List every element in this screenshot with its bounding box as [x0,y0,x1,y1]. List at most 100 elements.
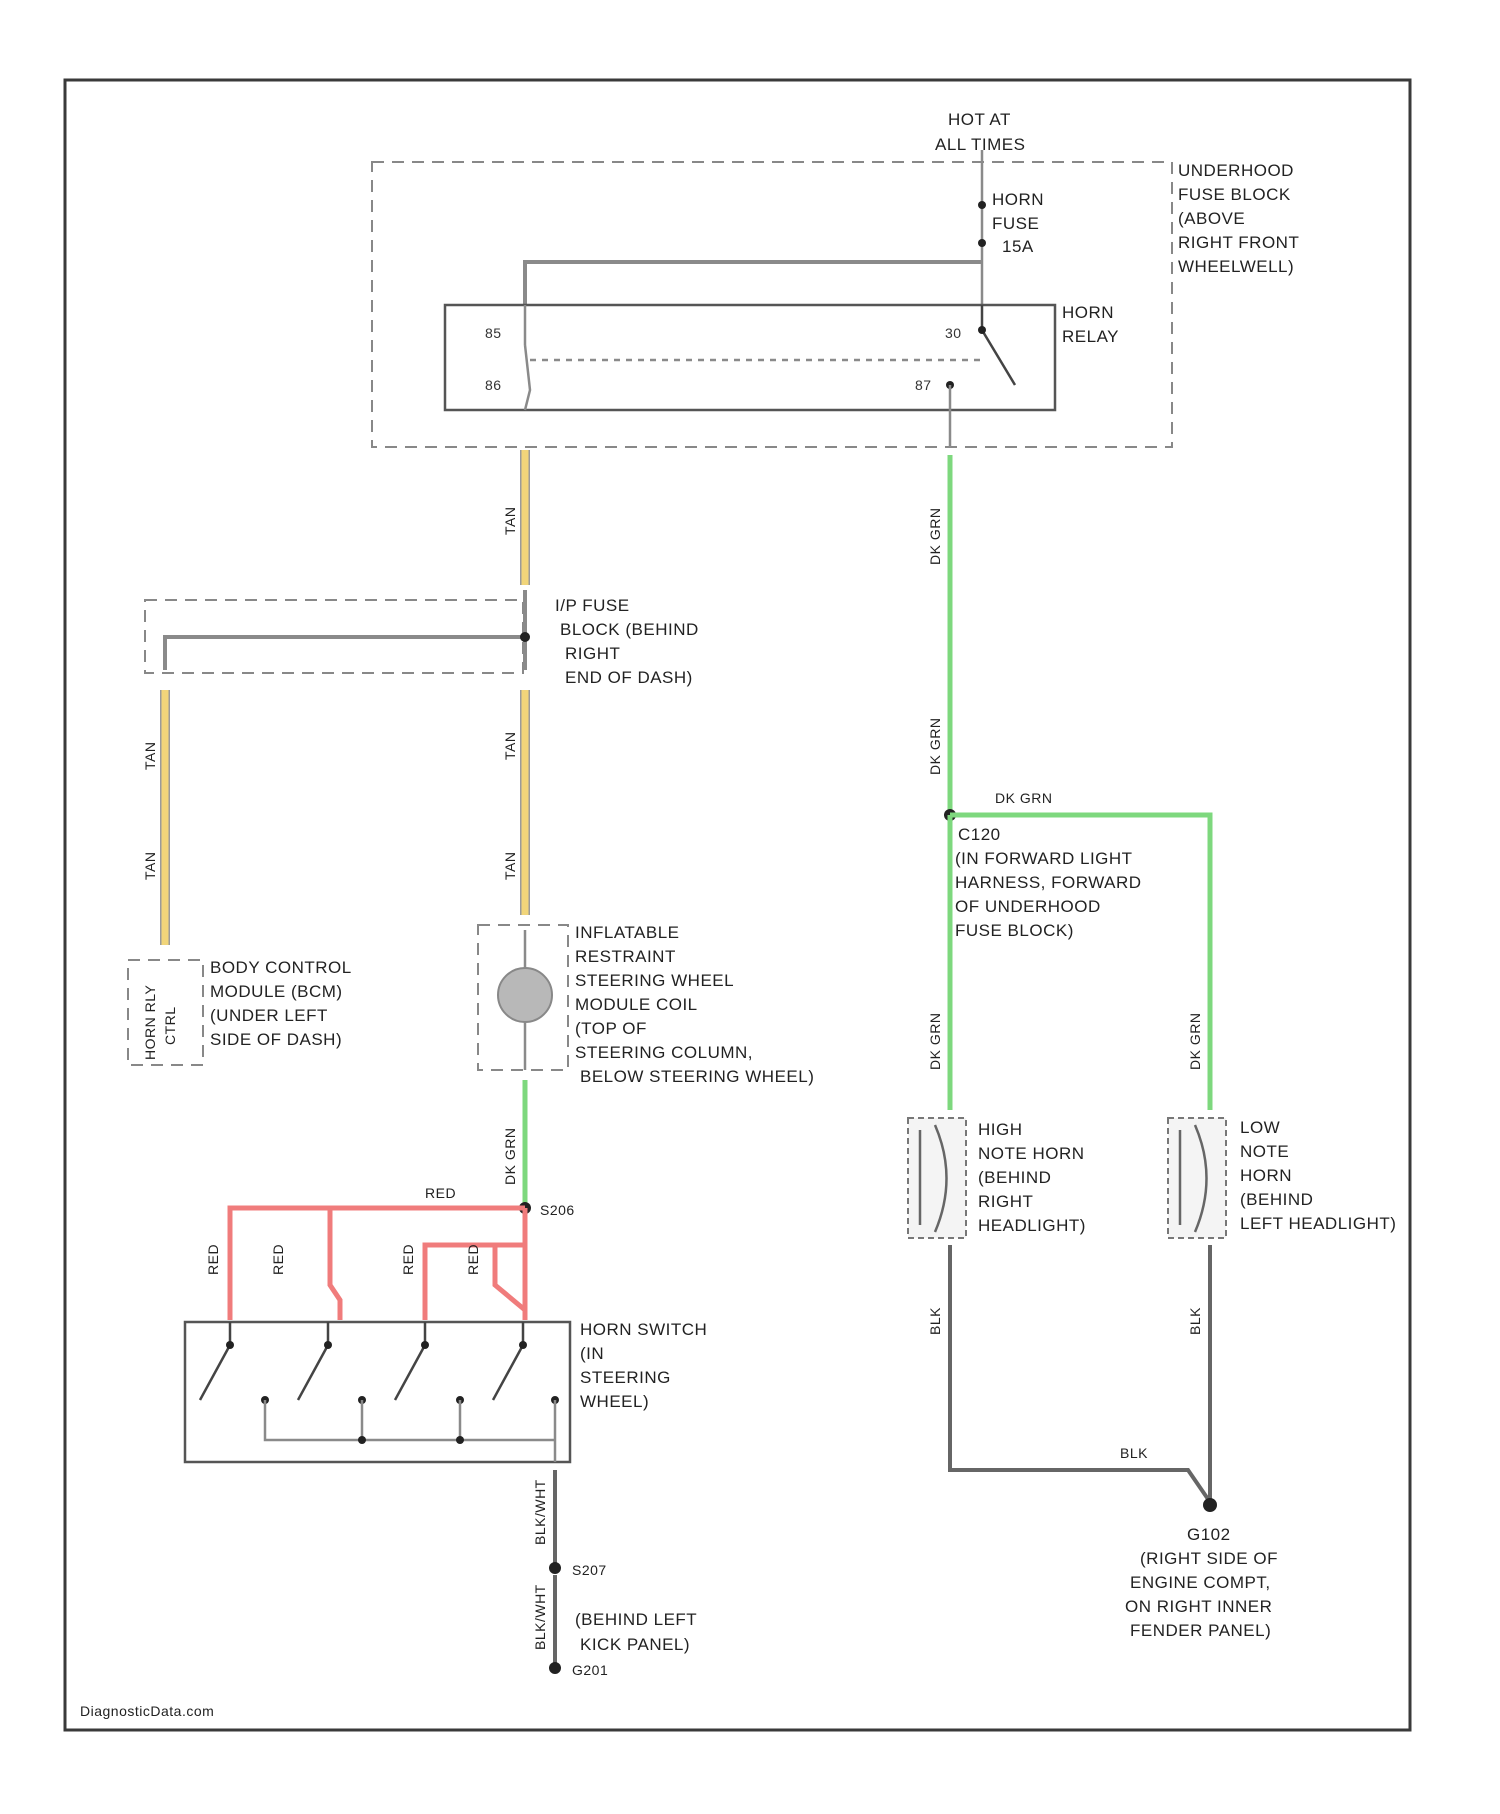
relay-contact-pivot [978,326,986,334]
high-note-horn-label: HIGH NOTE HORN (BEHIND RIGHT HEADLIGHT) [978,1120,1086,1235]
low-note-horn-icon [1168,1118,1226,1238]
red-wire-label: RED [425,1185,456,1201]
svg-text:I/P FUSE: I/P FUSE [555,596,630,615]
svg-text:BODY CONTROL: BODY CONTROL [210,958,352,977]
tan-wire-2-label-1: TAN [502,732,518,760]
svg-text:HOT AT: HOT AT [948,110,1011,129]
ip-fuse-block-internal-wire [165,590,525,670]
dk-grn-wire-label-3: DK GRN [995,790,1052,806]
splice-s207-label: S207 [572,1562,607,1578]
svg-text:RIGHT: RIGHT [978,1192,1033,1211]
relay-contact-switch [982,305,1015,385]
ground-g201-label: G201 [572,1662,608,1678]
dk-grn-wire-label-1: DK GRN [927,508,943,565]
horn-relay-body [445,305,1055,410]
red-wire-label-2: RED [270,1244,286,1275]
svg-text:(RIGHT SIDE OF: (RIGHT SIDE OF [1140,1549,1278,1568]
svg-text:(UNDER LEFT: (UNDER LEFT [210,1006,328,1025]
svg-text:WHEELWELL): WHEELWELL) [1178,257,1294,276]
dk-grn-wire-coil-label: DK GRN [502,1128,518,1185]
bcm-label: BODY CONTROL MODULE (BCM) (UNDER LEFT SI… [210,958,352,1049]
svg-text:ENGINE COMPT,: ENGINE COMPT, [1130,1573,1271,1592]
svg-text:(BEHIND: (BEHIND [978,1168,1051,1187]
svg-text:C120: C120 [958,825,1001,844]
high-note-horn-icon [908,1118,966,1238]
red-wire-label-1: RED [205,1244,221,1275]
svg-text:BELOW STEERING WHEEL): BELOW STEERING WHEEL) [580,1067,814,1086]
svg-text:LEFT HEADLIGHT): LEFT HEADLIGHT) [1240,1214,1396,1233]
red-wire-label-3: RED [400,1244,416,1275]
ground-g102-dot [1203,1498,1217,1512]
splice-s206-label: S206 [540,1202,575,1218]
svg-text:(BEHIND LEFT: (BEHIND LEFT [575,1610,697,1629]
svg-text:(IN FORWARD LIGHT: (IN FORWARD LIGHT [955,849,1133,868]
fuse-to-relay-coil-wire [525,262,982,305]
dk-grn-wire-label-4: DK GRN [927,1013,943,1070]
blk-wire-label-3: BLK [1120,1445,1148,1461]
svg-text:MODULE COIL: MODULE COIL [575,995,698,1014]
svg-text:HEADLIGHT): HEADLIGHT) [978,1216,1086,1235]
svg-text:HORN: HORN [1240,1166,1292,1185]
ground-g201-dot [549,1662,561,1674]
svg-text:STEERING: STEERING [580,1368,671,1387]
low-note-horn-label: LOW NOTE HORN (BEHIND LEFT HEADLIGHT) [1240,1118,1396,1233]
relay-pin-85: 85 [485,325,502,341]
blk-wire-label-2: BLK [1187,1307,1203,1335]
blk-wire-label-1: BLK [927,1307,943,1335]
splice-c120-label: C120 (IN FORWARD LIGHT HARNESS, FORWARD … [955,825,1142,940]
tan-wire-bcm-label-2: TAN [142,852,158,880]
ip-fuse-block-splice [520,632,530,642]
dk-grn-wire-label-5: DK GRN [1187,1013,1203,1070]
svg-text:INFLATABLE: INFLATABLE [575,923,680,942]
svg-text:G102: G102 [1187,1525,1231,1544]
svg-text:UNDERHOOD: UNDERHOOD [1178,161,1294,180]
svg-text:RIGHT: RIGHT [565,644,620,663]
svg-text:END OF DASH): END OF DASH) [565,668,693,687]
svg-text:STEERING WHEEL: STEERING WHEEL [575,971,734,990]
svg-text:(BEHIND: (BEHIND [1240,1190,1313,1209]
svg-text:HORN RLY: HORN RLY [142,985,158,1060]
svg-text:FENDER PANEL): FENDER PANEL) [1130,1621,1271,1640]
relay-coil-line [525,305,530,410]
svg-text:MODULE (BCM): MODULE (BCM) [210,982,343,1001]
svg-text:HORN: HORN [992,190,1044,209]
svg-text:RELAY: RELAY [1062,327,1119,346]
tan-wire-bcm-label-1: TAN [142,742,158,770]
fuse-terminal-bottom [978,239,986,247]
svg-text:FUSE BLOCK: FUSE BLOCK [1178,185,1291,204]
horn-fuse-label: HORN FUSE 15A [992,190,1044,256]
steering-coil-icon [498,968,552,1022]
svg-text:RIGHT FRONT: RIGHT FRONT [1178,233,1299,252]
svg-text:CTRL: CTRL [162,1006,178,1045]
svg-text:WHEEL): WHEEL) [580,1392,649,1411]
horn-switch-label: HORN SWITCH (IN STEERING WHEEL) [580,1320,707,1411]
svg-text:15A: 15A [1002,237,1034,256]
svg-text:(TOP OF: (TOP OF [575,1019,647,1038]
svg-text:HORN: HORN [1062,303,1114,322]
svg-text:HIGH: HIGH [978,1120,1023,1139]
splice-s207-dot [549,1562,561,1574]
dk-grn-wire-label-2: DK GRN [927,718,943,775]
svg-text:HORN SWITCH: HORN SWITCH [580,1320,707,1339]
svg-text:FUSE: FUSE [992,214,1039,233]
svg-text:LOW: LOW [1240,1118,1280,1137]
svg-text:BLOCK (BEHIND: BLOCK (BEHIND [560,620,699,639]
red-wire-label-4: RED [465,1244,481,1275]
relay-pin-87: 87 [915,377,932,393]
svg-text:FUSE BLOCK): FUSE BLOCK) [955,921,1074,940]
svg-text:(IN: (IN [580,1344,604,1363]
tan-wire-2-label-2: TAN [502,852,518,880]
ip-fuse-block-label: I/P FUSE BLOCK (BEHIND RIGHT END OF DASH… [555,596,699,687]
svg-text:OF UNDERHOOD: OF UNDERHOOD [955,897,1101,916]
bcm-side-label: HORN RLY CTRL [142,985,178,1060]
inflatable-restraint-label: INFLATABLE RESTRAINT STEERING WHEEL MODU… [575,923,814,1086]
svg-text:(ABOVE: (ABOVE [1178,209,1245,228]
svg-text:HARNESS, FORWARD: HARNESS, FORWARD [955,873,1142,892]
s207-location-label: (BEHIND LEFT KICK PANEL) [575,1610,697,1654]
underhood-fuse-block-label: UNDERHOOD FUSE BLOCK (ABOVE RIGHT FRONT … [1178,161,1299,276]
svg-text:NOTE HORN: NOTE HORN [978,1144,1085,1163]
watermark: DiagnosticData.com [80,1703,214,1719]
svg-text:STEERING COLUMN,: STEERING COLUMN, [575,1043,753,1062]
tan-wire-1-label: TAN [502,507,518,535]
